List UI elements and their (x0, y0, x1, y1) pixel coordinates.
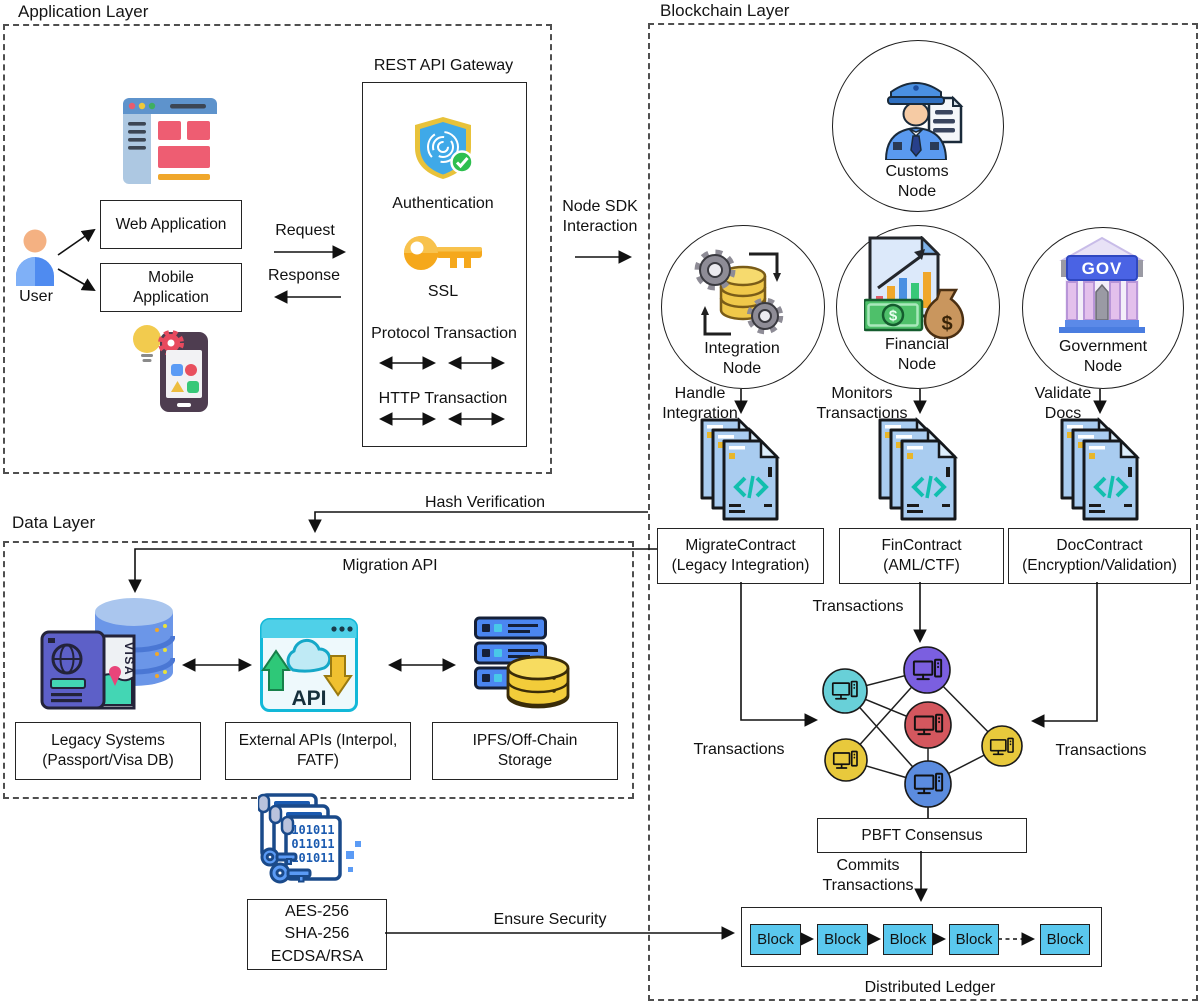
blockchain-layer-title: Blockchain Layer (660, 1, 790, 20)
data-layer-title: Data Layer (12, 513, 96, 532)
dollar-glyph: $ (889, 308, 898, 325)
legacy-systems-box: Legacy Systems (Passport/Visa DB) (15, 722, 201, 780)
migrate-contract-box: MigrateContract (Legacy Integration) (657, 528, 824, 584)
integration-gears-icon (694, 249, 784, 336)
customs-node-label: Customs Node (885, 163, 949, 200)
customs-officer-icon (884, 82, 964, 160)
transactions-doc-label: Transactions (1055, 742, 1147, 759)
browser-window-icon (123, 98, 217, 184)
monitors-transactions-label: Monitors Transactions (816, 385, 908, 422)
data-layer-frame (3, 541, 634, 799)
encryption-keys-icon: 101011 011011 101011 (258, 793, 361, 884)
visa-text: VISA (122, 642, 136, 676)
application-layer-frame (3, 24, 552, 474)
authentication-label: Authentication (392, 195, 494, 212)
api-text: API (291, 687, 326, 710)
validate-docs-label: Validate Docs (1034, 385, 1092, 422)
request-label: Request (275, 222, 335, 239)
mobile-application-box: Mobile Application (100, 263, 242, 312)
ledger-block: Block (1040, 924, 1090, 955)
pbft-consensus-box: PBFT Consensus (817, 818, 1027, 853)
http-transaction-label: HTTP Transaction (378, 390, 508, 407)
government-building-icon: GOV (1059, 236, 1145, 333)
distributed-ledger-label: Distributed Ledger (864, 979, 996, 996)
node-sdk-label: Node SDK Interaction (562, 198, 638, 235)
binary-text: 101011 (291, 851, 334, 865)
ensure-security-label: Ensure Security (493, 911, 607, 928)
handle-integration-label: Handle Integration (662, 385, 738, 422)
external-apis-box: External APIs (Interpol, FATF) (225, 722, 411, 780)
ssl-key-icon (404, 236, 482, 270)
ledger-block: Block (817, 924, 868, 955)
application-layer-title: Application Layer (18, 2, 149, 21)
binary-text: 101011 (291, 823, 334, 837)
ledger-block: Block (750, 924, 801, 955)
gateway-title: REST API Gateway (373, 57, 514, 74)
ipfs-storage-box: IPFS/Off-Chain Storage (432, 722, 618, 780)
legacy-passport-db-icon: VISA (40, 598, 175, 710)
fin-contract-box: FinContract (AML/CTF) (839, 528, 1004, 584)
web-application-box: Web Application (100, 200, 242, 249)
transactions-migrate-label: Transactions (693, 741, 785, 758)
doc-contract-box: DocContract (Encryption/Validation) (1008, 528, 1191, 584)
response-label: Response (267, 267, 341, 284)
ipfs-server-icon (474, 616, 570, 709)
external-api-icon: API (260, 618, 358, 712)
blockchain-layer-frame (648, 23, 1198, 1001)
integration-node-label: Integration Node (704, 340, 780, 377)
mobile-app-icon (133, 325, 208, 412)
binary-text: 011011 (291, 837, 334, 851)
ledger-block: Block (883, 924, 933, 955)
ssl-label: SSL (427, 283, 459, 300)
hash-verification-label: Hash Verification (424, 494, 546, 511)
authentication-shield-icon (415, 117, 474, 179)
gov-sign-text: GOV (1082, 259, 1123, 278)
protocol-transaction-label: Protocol Transaction (371, 325, 517, 342)
commits-transactions-label: Commits Transactions (822, 857, 914, 894)
migration-api-label: Migration API (342, 557, 438, 574)
government-node-label: Government Node (1058, 338, 1148, 375)
user-label: User (19, 288, 53, 305)
transactions-fin-label: Transactions (812, 598, 904, 615)
ledger-block: Block (949, 924, 999, 955)
financial-node-label: Financial Node (884, 336, 950, 373)
crypto-algorithms-box: AES-256 SHA-256 ECDSA/RSA (247, 899, 387, 970)
user-icon (16, 229, 54, 286)
financial-chart-money-icon: $ $ (864, 236, 965, 340)
dollar-glyph: $ (941, 313, 952, 335)
